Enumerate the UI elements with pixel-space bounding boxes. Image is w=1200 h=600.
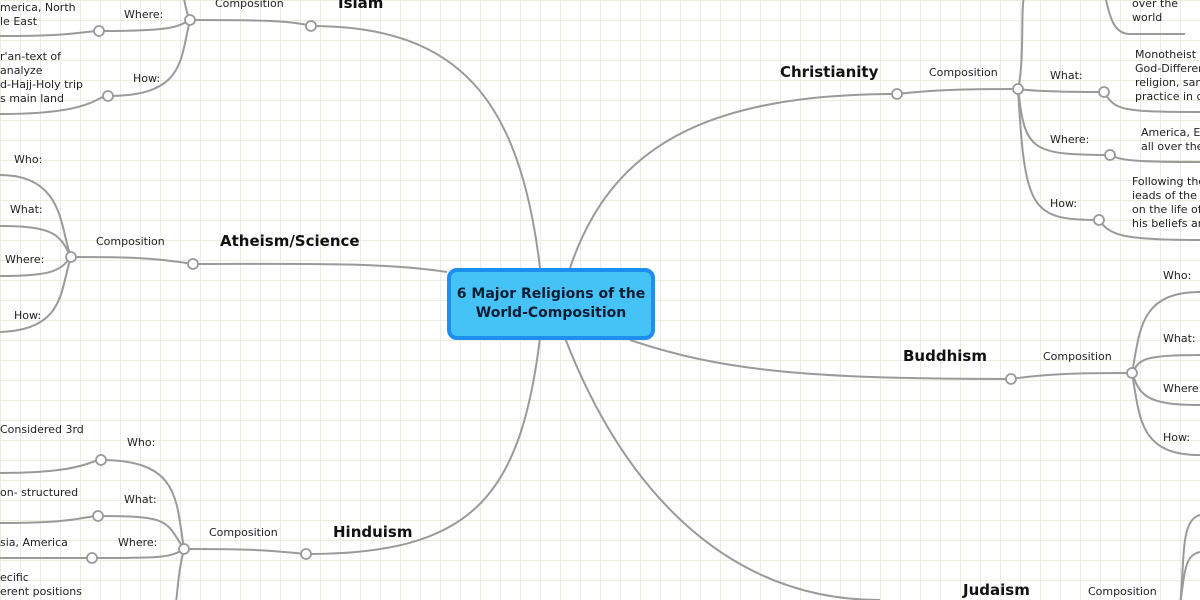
christianity-how-label[interactable]: How: — [1050, 197, 1078, 210]
topic-judaism[interactable]: Judaism — [963, 581, 1030, 599]
buddhism-how-label[interactable]: How: — [1163, 431, 1191, 444]
atheism-composition[interactable]: Composition — [96, 235, 165, 248]
islam-how-label[interactable]: How: — [133, 72, 161, 85]
atheism-how-label[interactable]: How: — [14, 309, 42, 322]
christianity-what-label[interactable]: What: — [1050, 69, 1083, 82]
christianity-where-label[interactable]: Where: — [1050, 133, 1090, 146]
judaism-composition[interactable]: Composition — [1088, 585, 1157, 598]
topic-buddhism[interactable]: Buddhism — [903, 347, 987, 365]
hinduism-where-text: sia, America — [0, 536, 68, 549]
buddhism-where-label[interactable]: Where: — [1163, 382, 1200, 395]
christianity-where-text: America, Euall over the w — [1141, 126, 1200, 153]
central-topic[interactable]: 6 Major Religions of the World-Compositi… — [447, 268, 655, 340]
topic-islam[interactable]: Islam — [338, 0, 384, 12]
topic-hinduism[interactable]: Hinduism — [333, 523, 413, 541]
central-topic-line1: 6 Major Religions of the — [456, 286, 646, 302]
hinduism-who-text: Considered 3rd — [0, 423, 84, 436]
christianity-composition[interactable]: Composition — [929, 66, 998, 79]
islam-composition[interactable]: Composition — [215, 0, 284, 10]
hinduism-what-text: on- structured — [0, 486, 79, 499]
islam-where-label[interactable]: Where: — [124, 8, 164, 21]
hinduism-where-label[interactable]: Where: — [118, 536, 158, 549]
central-topic-line2: World-Composition — [475, 305, 627, 321]
buddhism-what-label[interactable]: What: — [1163, 332, 1196, 345]
topic-christianity[interactable]: Christianity — [780, 63, 879, 81]
atheism-what-label[interactable]: What: — [10, 203, 43, 216]
atheism-who-label[interactable]: Who: — [14, 153, 43, 166]
buddhism-who-label[interactable]: Who: — [1163, 269, 1192, 282]
buddhism-composition[interactable]: Composition — [1043, 350, 1112, 363]
hinduism-who-label[interactable]: Who: — [127, 436, 156, 449]
topic-atheism-science[interactable]: Atheism/Science — [220, 232, 360, 250]
hinduism-what-label[interactable]: What: — [124, 493, 157, 506]
hinduism-composition[interactable]: Composition — [209, 526, 278, 539]
atheism-where-label[interactable]: Where: — [5, 253, 45, 266]
